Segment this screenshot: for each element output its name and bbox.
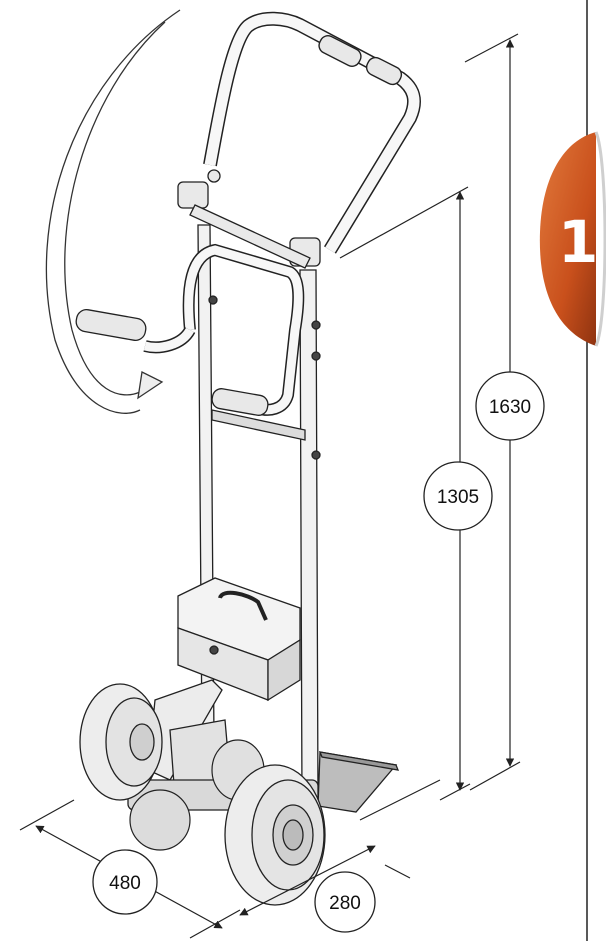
right-wheel bbox=[224, 764, 326, 906]
step-badge: 1 bbox=[539, 131, 606, 347]
dimension-label-1305: 1305 bbox=[423, 461, 493, 531]
badge-number: 1 bbox=[558, 208, 598, 276]
upper-handle bbox=[203, 11, 422, 254]
depth-value: 280 bbox=[329, 893, 361, 914]
dimension-label-480: 480 bbox=[92, 849, 158, 915]
handle-height-value: 1305 bbox=[437, 487, 479, 508]
rotation-arrow-icon bbox=[45, 9, 181, 414]
left-wheel bbox=[79, 683, 163, 801]
width-value: 480 bbox=[109, 873, 141, 894]
toe-plate bbox=[317, 751, 400, 813]
dimension-label-280: 280 bbox=[314, 871, 376, 933]
side-grip bbox=[75, 243, 305, 416]
battery-box bbox=[177, 577, 301, 702]
total-height-value: 1630 bbox=[489, 397, 531, 418]
dimension-depth bbox=[239, 779, 441, 916]
handle-clamps bbox=[177, 169, 321, 269]
dimension-label-1630: 1630 bbox=[475, 371, 545, 441]
